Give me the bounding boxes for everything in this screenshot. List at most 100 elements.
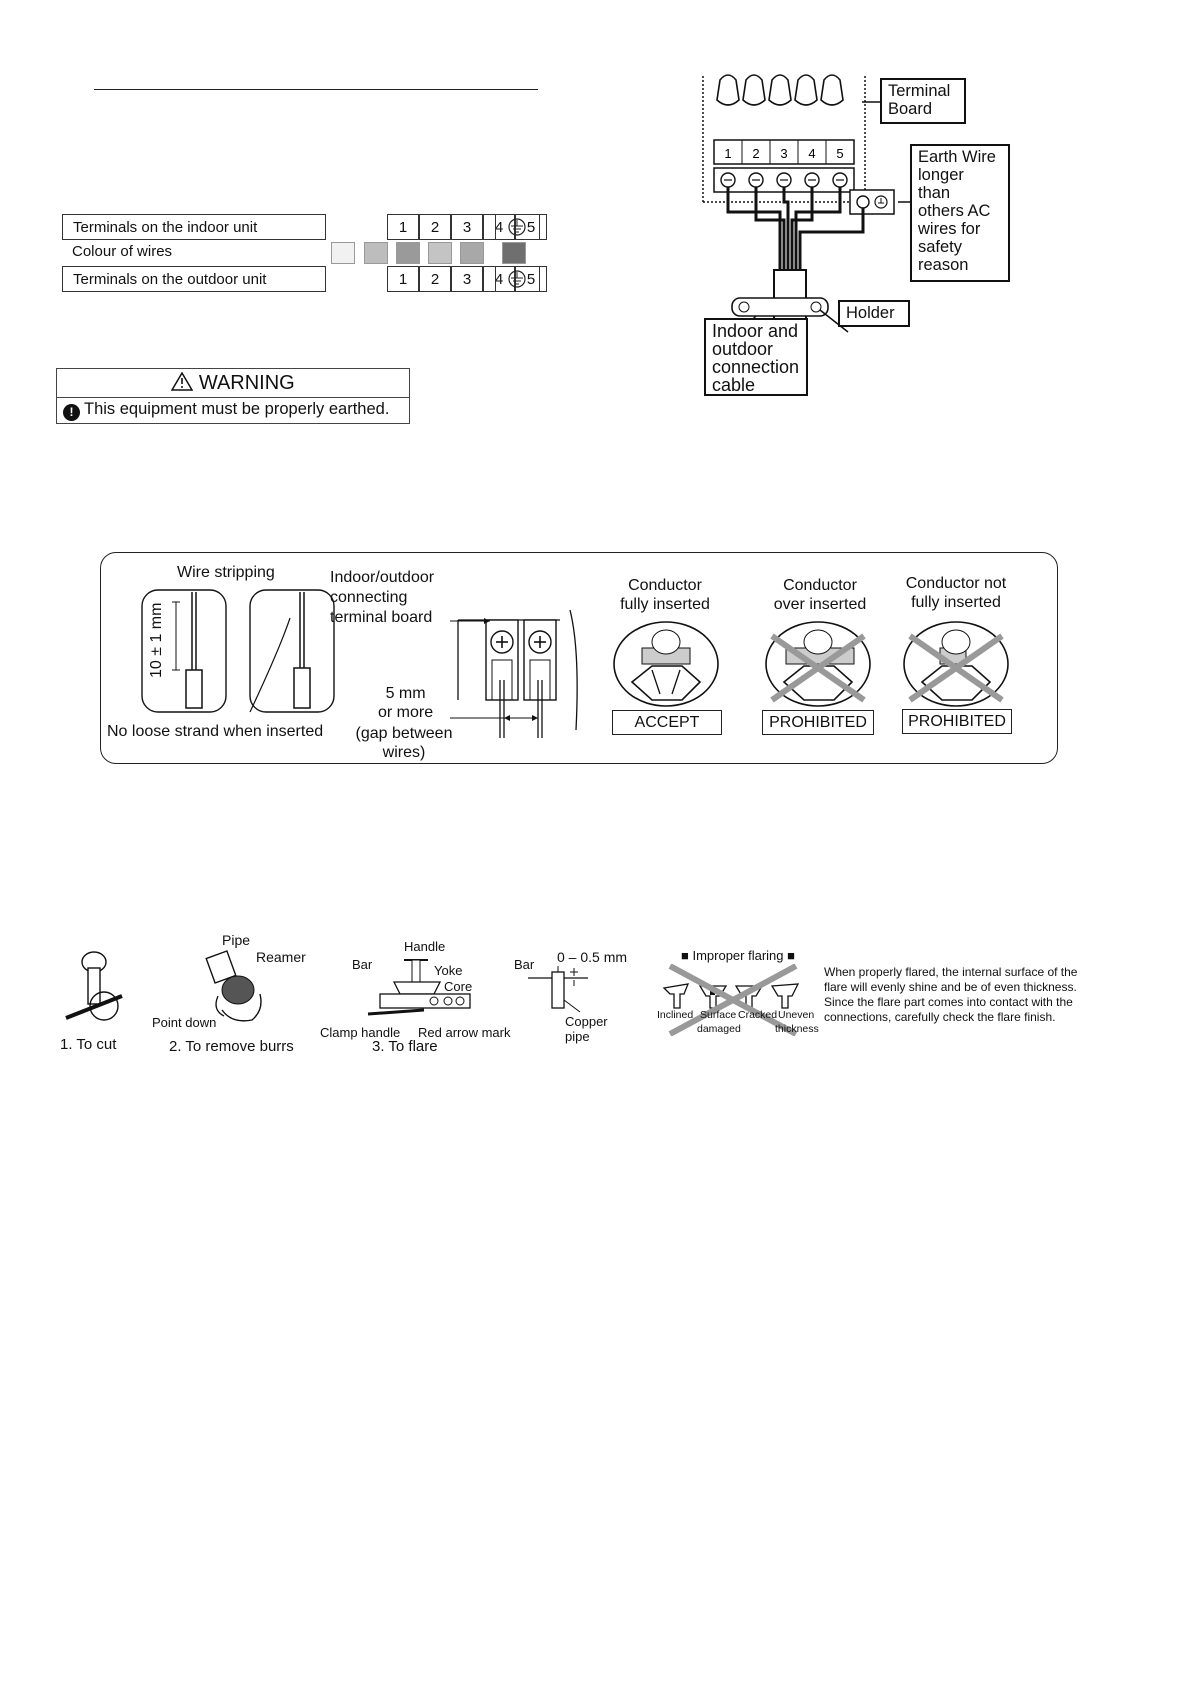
strip-dimension: 10 ± 1 mm (148, 602, 165, 678)
gap-label: 5 mm or more (378, 684, 433, 722)
copper-pipe-label: Copper pipe (565, 1014, 608, 1044)
label-line: terminal board (330, 609, 433, 626)
conductor-caption: Conductor fully inserted (610, 576, 720, 614)
callout-line: Earth Wire (918, 148, 996, 166)
diagram-terminal-number: 5 (836, 146, 843, 161)
colour-row: Colour of wires (62, 240, 540, 264)
label-line: Conductor not (905, 575, 1007, 592)
defect-label: Surface (700, 1009, 737, 1021)
earth-icon (508, 270, 526, 288)
conductor-not-fully-inserted-illustration (903, 621, 1009, 707)
defect-label: Uneven (778, 1009, 815, 1021)
step-cut: 1. To cut (60, 1036, 117, 1053)
diagram-terminal-number: 2 (752, 146, 759, 161)
indoor-terminal-label: Terminals on the indoor unit (62, 214, 326, 240)
gap-note: (gap between wires) (349, 724, 459, 762)
label-line: fully inserted (911, 594, 1001, 611)
label-line: over inserted (773, 596, 867, 613)
outdoor-terminal-label: Terminals on the outdoor unit (62, 266, 326, 292)
label-line: 5 mm (385, 685, 426, 702)
callout-line: cable (712, 375, 756, 395)
pipe-label: Pipe (222, 932, 251, 948)
warning-body: !This equipment must be properly earthed… (63, 400, 389, 421)
clamp-handle-label: Clamp handle (320, 1025, 401, 1040)
cable-callout: Indoor and outdoor connection cable (704, 318, 808, 396)
terminal-number: 1 (387, 214, 419, 240)
pipe-cutter-illustration (65, 951, 123, 1021)
verdict-label: ACCEPT (612, 710, 722, 735)
terminal-board-callout: Terminal Board (880, 78, 966, 124)
reamer-label: Reamer (256, 949, 306, 965)
callout-line: connection (712, 357, 800, 377)
wire-colour-swatch (331, 242, 355, 264)
label-line: connecting (330, 589, 408, 606)
callout-line: reason (918, 256, 969, 274)
callout-line: Indoor and (712, 321, 799, 341)
callout-line: Holder (846, 304, 895, 322)
improper-flaring-title: ■ Improper flaring ■ (681, 948, 795, 963)
diagram-terminal-number: 3 (780, 146, 787, 161)
warning-header: WARNING (57, 369, 409, 398)
terminal-board-label: Indoor/outdoor connecting terminal board (330, 568, 434, 628)
outdoor-terminal-row: Terminals on the outdoor unit 1 2 3 4 5 (62, 266, 547, 292)
earth-terminal-cell (495, 214, 540, 240)
conductor-caption: Conductor over inserted (760, 576, 880, 614)
diagram-terminal-number: 1 (724, 146, 731, 161)
bar-label: Bar (352, 957, 373, 972)
earth-wire-callout: Earth Wire longer than others AC wires f… (910, 144, 1010, 282)
warning-message: This equipment must be properly earthed. (84, 400, 390, 418)
label-line: Copper (565, 1014, 608, 1029)
label-line: Conductor (628, 577, 702, 594)
step-flare: 3. To flare (372, 1038, 438, 1055)
conductor-over-inserted-illustration (765, 621, 871, 707)
callout-line: Board (888, 100, 933, 118)
loose-strand-note: No loose strand when inserted (107, 723, 324, 740)
warning-title: WARNING (198, 372, 295, 394)
point-down-label: Point down (152, 1015, 217, 1030)
callout-line: outdoor (712, 339, 774, 359)
wire-colour-swatch (364, 242, 388, 264)
defect-label: damaged (697, 1023, 741, 1035)
section-rule (94, 89, 538, 90)
warning-box: WARNING !This equipment must be properly… (56, 368, 410, 424)
verdict-label: PROHIBITED (762, 710, 874, 735)
flare-note: When properly flared, the internal surfa… (824, 965, 1077, 1025)
improper-flaring-illustration (662, 964, 800, 1036)
warning-triangle-icon (170, 371, 194, 391)
terminal-number: 2 (419, 266, 451, 292)
yoke-label: Yoke (434, 963, 463, 978)
wire-colour-swatch (396, 242, 420, 264)
note-line: Since the flare part comes into contact … (824, 995, 1073, 1009)
wire-stripping-title: Wire stripping (177, 564, 275, 581)
label-line: or more (378, 704, 434, 721)
step-remove-burrs: 2. To remove burrs (169, 1038, 294, 1055)
callout-line: longer (918, 166, 964, 184)
terminal-number: 3 (451, 214, 483, 240)
label-line: wires) (382, 744, 426, 761)
terminal-number: 2 (419, 214, 451, 240)
label-line: Indoor/outdoor (330, 569, 435, 586)
label-line: (gap between (355, 725, 453, 742)
diagram-terminal-number: 4 (808, 146, 815, 161)
flare-depth-illustration (528, 966, 588, 1013)
terminal-gap-illustration (450, 609, 578, 738)
callout-line: than (918, 184, 951, 202)
callout-line: wires for (918, 220, 981, 238)
reamer-illustration (205, 950, 262, 1022)
conductor-accept-illustration (613, 621, 719, 707)
verdict-label: PROHIBITED (902, 709, 1012, 734)
terminal-number: 1 (387, 266, 419, 292)
terminal-board-diagram: 1 2 3 4 5 (702, 74, 910, 334)
note-line: flare will evenly shine and be of even t… (824, 980, 1077, 994)
earth-icon (508, 218, 526, 236)
callout-line: others AC (918, 202, 991, 220)
handle-label: Handle (404, 939, 446, 954)
defect-label: thickness (775, 1023, 819, 1035)
wire-insertion-panel (100, 552, 1058, 764)
label-line: pipe (565, 1029, 590, 1044)
conductor-caption: Conductor not fully inserted (898, 574, 1014, 612)
wire-colour-swatch (428, 242, 452, 264)
defect-label: Cracked (738, 1009, 778, 1021)
holder-callout: Holder (838, 300, 910, 327)
note-line: When properly flared, the internal surfa… (824, 965, 1078, 979)
